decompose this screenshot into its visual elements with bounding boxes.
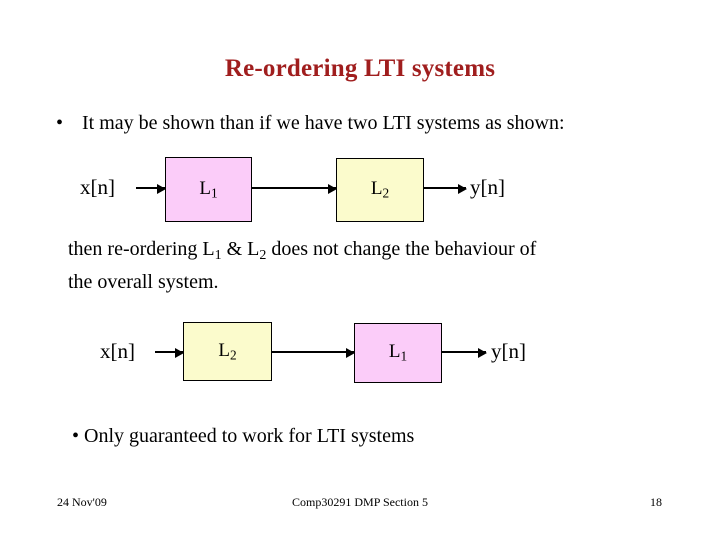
system-block-label: L2 [370,178,390,201]
diagram-top-output-label: y[n] [470,175,505,199]
paragraph-line-1: then re-ordering L1 & L2 does not change… [68,238,537,263]
system-block-l1-top: L1 [165,157,252,222]
diagram-bottom-input-label: x[n] [100,339,135,363]
footer-course: Comp30291 DMP Section 5 [292,495,428,509]
arrow-block1-to-block2-icon [252,184,337,194]
system-block-l1-bottom: L1 [354,323,442,383]
bullet-marker-icon: • [72,425,80,447]
arrow-block1-to-block2-icon [272,348,355,358]
bullet-top: • It may be shown than if we have two LTI… [56,110,696,136]
footer-page-number: 18 [650,495,662,509]
system-block-label: L1 [199,177,218,201]
arrow-block2-to-output-icon [442,348,487,358]
bullet-bottom: •Only guaranteed to work for LTI systems [72,423,414,449]
system-block-label: L1 [388,341,408,364]
system-block-l2-top: L2 [336,158,424,222]
arrow-block2-to-output-icon [424,184,467,194]
bullet-marker-icon: • [56,112,64,134]
paragraph-reordering: then re-ordering L1 & L2 does not change… [68,236,668,296]
paragraph-line-2: the overall system. [68,270,219,293]
page-title: Re-ordering LTI systems [224,55,496,82]
slide-footer: 24 Nov'09 Comp30291 DMP Section 5 18 [0,494,720,510]
diagram-bottom-output-label: y[n] [491,339,526,363]
arrow-input-to-block1-icon [155,348,184,358]
system-block-l2-bottom: L2 [183,322,272,381]
bullet-top-text: It may be shown than if we have two LTI … [82,112,565,134]
footer-date: 24 Nov'09 [57,495,107,509]
system-block-label: L2 [218,339,237,363]
arrow-input-to-block1-icon [136,184,166,194]
diagram-top-input-label: x[n] [80,175,115,199]
bullet-bottom-text: Only guaranteed to work for LTI systems [84,425,415,447]
